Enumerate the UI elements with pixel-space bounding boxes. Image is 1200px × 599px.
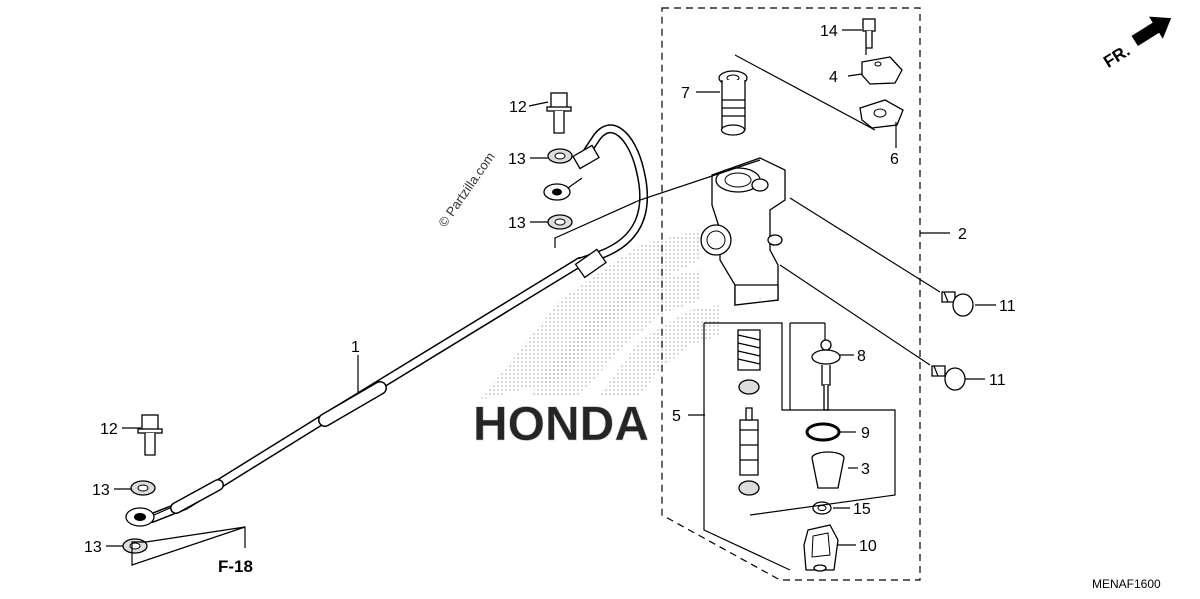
leader-lines: [131, 48, 941, 571]
callout-12a: 12: [509, 99, 527, 116]
diaphragm-plate: [859, 99, 904, 129]
dust-boot: [811, 451, 845, 489]
callout-11a: 11: [999, 298, 1016, 315]
reservoir-joint: [718, 70, 748, 136]
callout-7: 7: [681, 85, 690, 102]
callout-6: 6: [890, 151, 899, 168]
lower-banjo-bolt: [137, 414, 163, 456]
master-cylinder-body: [700, 157, 786, 306]
callout-8: 8: [857, 348, 866, 365]
hose-banjo-upper: [543, 177, 583, 201]
watermark-text: © Partzilla.com: [435, 149, 498, 229]
callout-5: 5: [672, 408, 681, 425]
cover-screw: [862, 18, 876, 49]
mounting-bolt-1: [941, 291, 974, 317]
hose-banjo-lower: [125, 507, 171, 527]
front-arrow-icon: [1131, 16, 1172, 47]
cover-plate: [861, 56, 903, 85]
honda-brand-text: HONDA: [473, 398, 649, 451]
circlip: [805, 422, 841, 442]
callout-12b: 12: [100, 421, 118, 438]
callout-4: 4: [829, 69, 838, 86]
front-label: FR.: [1100, 41, 1133, 72]
front-direction-indicator: FR.: [1100, 16, 1172, 72]
callout-11b: 11: [989, 372, 1006, 389]
callout-leaders: [106, 29, 996, 547]
callout-15: 15: [853, 501, 871, 518]
push-rod: [811, 339, 841, 411]
callout-13d: 13: [84, 539, 102, 556]
callout-9: 9: [861, 425, 870, 442]
callout-13c: 13: [92, 482, 110, 499]
diagram-code: MENAF1600: [1092, 577, 1161, 591]
callout-13b: 13: [508, 215, 526, 232]
push-rod-clevis: [803, 524, 839, 572]
callout-14: 14: [820, 23, 838, 40]
callout-2: 2: [958, 226, 967, 243]
brake-hose: [147, 124, 649, 523]
reference-label: F-18: [218, 557, 253, 576]
callout-3: 3: [861, 461, 870, 478]
honda-wing-logo: HONDA: [473, 230, 720, 451]
upper-banjo-bolt: [546, 92, 572, 134]
mounting-bolt-2: [931, 365, 966, 391]
callout-13a: 13: [508, 151, 526, 168]
assembly-group-box: [661, 7, 921, 581]
piston-set: [737, 329, 761, 496]
callout-10: 10: [859, 538, 877, 555]
callout-1: 1: [351, 339, 360, 356]
